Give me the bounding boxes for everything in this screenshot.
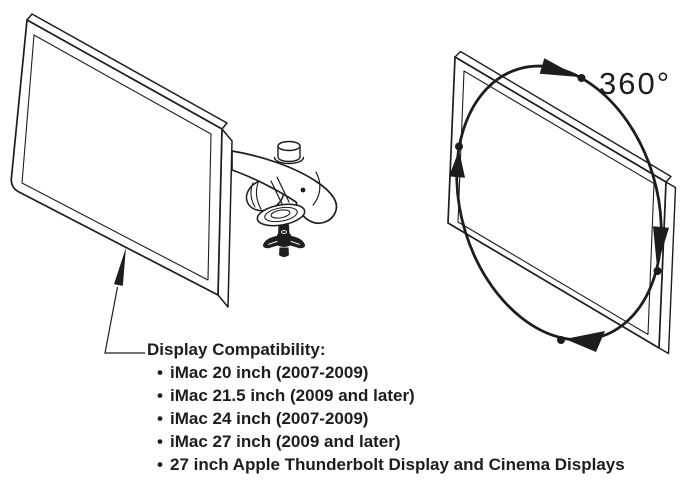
rotation-arrowhead-right — [653, 226, 669, 267]
bullet-glyph: • — [157, 409, 163, 428]
compatibility-list: • iMac 20 inch (2007-2009) • iMac 21.5 i… — [147, 361, 625, 476]
rotation-dot-top — [577, 74, 586, 82]
callout-title: Display Compatibility: — [147, 340, 326, 359]
rotating-display-illustration — [447, 50, 677, 355]
clamp-plate — [256, 203, 306, 227]
arm-band — [231, 150, 338, 224]
rotating-display-front — [447, 56, 667, 349]
rotation-arrowhead-top — [539, 58, 579, 77]
display-compatibility-callout: Display Compatibility: • iMac 20 inch (2… — [147, 338, 625, 476]
bullet-glyph: • — [157, 455, 163, 474]
bullet-glyph: • — [157, 432, 163, 451]
display-front — [10, 19, 223, 296]
list-item: • iMac 27 inch (2009 and later) — [157, 430, 625, 453]
rotation-arrowhead-bottom — [565, 331, 605, 352]
bullet-glyph: • — [157, 386, 163, 405]
list-item-text: iMac 24 inch (2007-2009) — [170, 409, 369, 428]
list-item: • iMac 24 inch (2007-2009) — [157, 407, 625, 430]
list-item: • 27 inch Apple Thunderbolt Display and … — [157, 453, 625, 476]
rotation-ellipse-arrows — [449, 58, 669, 352]
list-item-text: 27 inch Apple Thunderbolt Display and Ci… — [170, 455, 625, 474]
leader-line — [104, 286, 145, 354]
leader-arrowhead — [114, 247, 126, 286]
list-item: • iMac 21.5 inch (2009 and later) — [157, 384, 625, 407]
list-item-text: iMac 20 inch (2007-2009) — [170, 363, 369, 382]
list-item-text: iMac 21.5 inch (2009 and later) — [170, 386, 415, 405]
rotation-angle-label: 360° — [599, 66, 672, 101]
mount-arm — [231, 140, 338, 257]
clamp-knob — [263, 229, 305, 257]
rotation-arrowhead-left — [449, 150, 465, 178]
list-item: • iMac 20 inch (2007-2009) — [157, 361, 625, 384]
rotation-dot-bottom — [557, 336, 565, 344]
arm-cap — [273, 140, 305, 165]
mounted-display-illustration — [10, 13, 338, 308]
leader-arrow — [104, 247, 145, 354]
rotation-dot-left — [455, 142, 463, 151]
screw-dot — [300, 187, 306, 193]
list-item-text: iMac 27 inch (2009 and later) — [170, 432, 401, 451]
display-screen — [21, 34, 212, 281]
rotation-dot-right — [653, 267, 662, 275]
bullet-glyph: • — [157, 363, 163, 382]
